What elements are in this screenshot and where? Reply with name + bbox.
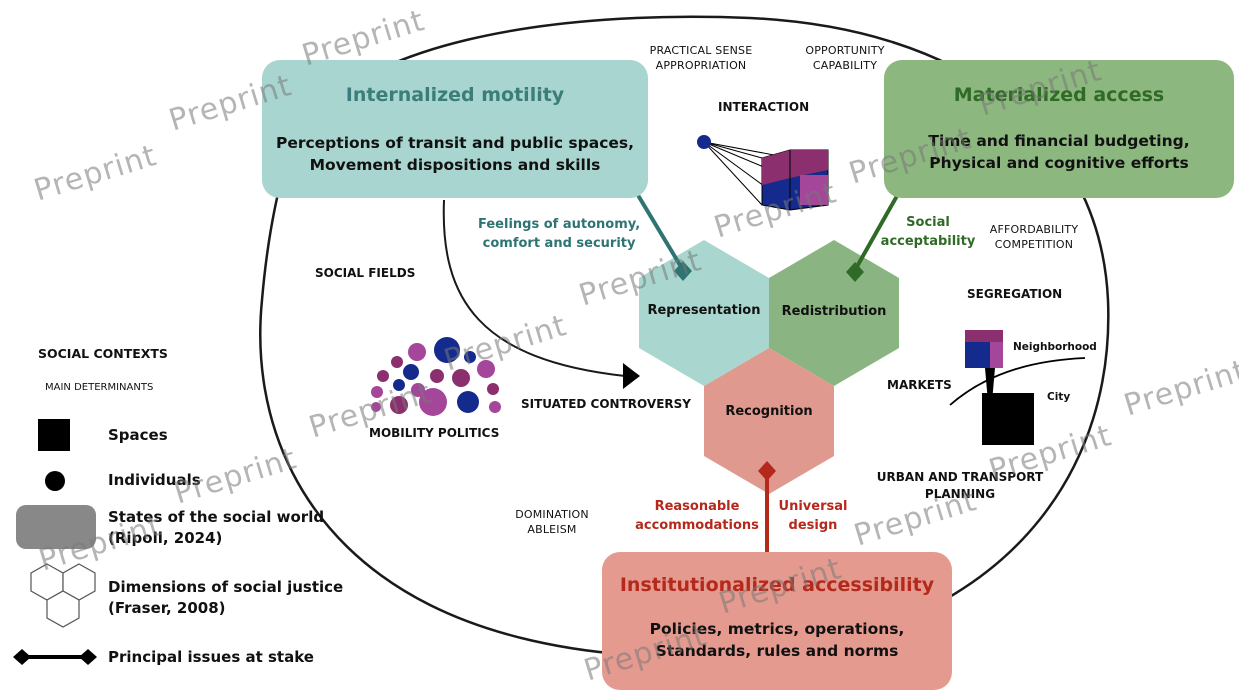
legend-states-label: States of the social world (Ripoll, 2024… <box>108 507 324 549</box>
materialized-line1: Time and financial budgeting, <box>928 132 1190 150</box>
domination-line1: DOMINATION <box>515 508 589 521</box>
inner-arc <box>442 199 626 377</box>
legend-issues-icon <box>13 649 97 665</box>
practical-line1: PRACTICAL SENSE <box>649 44 753 57</box>
legend-title: SOCIAL CONTEXTS <box>38 346 168 361</box>
legend-individuals-dot <box>45 471 65 491</box>
markets-label: MARKETS <box>887 378 952 392</box>
internalized-motility-box: Internalized motility Perceptions of tra… <box>262 60 648 198</box>
social-fields-label: SOCIAL FIELDS <box>315 266 416 280</box>
reasonable-accommodations-label: Reasonable accommodations <box>634 497 760 535</box>
legend-dimensions-line2: (Fraser, 2008) <box>108 599 226 617</box>
opportunity-line1: OPPORTUNITY <box>805 44 885 57</box>
legend-states-line2: (Ripoll, 2024) <box>108 529 223 547</box>
connector-teal <box>628 180 685 272</box>
segregation-label: SEGREGATION <box>967 287 1063 301</box>
hex-recognition-label: Recognition <box>725 404 813 419</box>
practical-sense-label: PRACTICAL SENSE APPROPRIATION <box>645 43 757 73</box>
mobility-politics-bubbles <box>371 337 501 416</box>
hex-redistribution-label: Redistribution <box>781 304 887 319</box>
social-line1: Social <box>906 215 950 230</box>
universal-design-label: Universal design <box>775 497 851 535</box>
interaction-label: INTERACTION <box>718 100 810 114</box>
domination-label: DOMINATION ABLEISM <box>506 507 598 537</box>
feelings-label: Feelings of autonomy, comfort and securi… <box>478 215 640 253</box>
materialized-access-box: Materialized access Time and financial b… <box>884 60 1234 198</box>
legend-dimensions-label: Dimensions of social justice (Fraser, 20… <box>108 577 343 619</box>
affordability-line2: COMPETITION <box>994 238 1074 251</box>
hex-representation <box>639 240 769 386</box>
internalized-line1: Perceptions of transit and public spaces… <box>275 134 635 152</box>
institutionalized-accessibility-body: Policies, metrics, operations, Standards… <box>602 618 952 662</box>
institutionalized-line2: Standards, rules and norms <box>655 642 899 660</box>
feelings-line2: comfort and security <box>482 236 636 251</box>
legend-spaces-label: Spaces <box>108 426 168 444</box>
legend-states-swatch <box>16 505 96 549</box>
city-label: City <box>1047 391 1071 403</box>
legend-subtitle: MAIN DETERMINANTS <box>45 382 154 393</box>
diamond-teal-bottom <box>674 261 692 281</box>
legend-hexagons-icon <box>30 563 96 628</box>
affordability-line1: AFFORDABILITY <box>989 223 1079 236</box>
diamond-red-top <box>758 461 776 481</box>
legend-issues-label: Principal issues at stake <box>108 648 314 666</box>
urban-line1: URBAN AND TRANSPORT <box>876 470 1044 484</box>
diamond-green-bottom <box>846 262 864 282</box>
social-line2: acceptability <box>880 234 976 249</box>
internalized-motility-body: Perceptions of transit and public spaces… <box>262 132 648 176</box>
hex-recognition <box>704 348 834 494</box>
hex-redistribution <box>769 240 899 386</box>
internalized-motility-title: Internalized motility <box>345 84 565 106</box>
universal-line1: Universal <box>778 499 848 514</box>
situated-controversy-label: SITUATED CONTROVERSY <box>521 397 691 411</box>
urban-line2: PLANNING <box>924 487 996 501</box>
legend-states-line1: States of the social world <box>108 508 325 526</box>
universal-line2: design <box>788 518 838 533</box>
institutionalized-line1: Policies, metrics, operations, <box>649 620 905 638</box>
outer-ring <box>259 15 1110 658</box>
legend-dimensions-line1: Dimensions of social justice <box>108 578 344 596</box>
materialized-access-title: Materialized access <box>953 84 1165 106</box>
social-acceptability-label: Social acceptability <box>880 213 976 251</box>
urban-planning-label: URBAN AND TRANSPORT PLANNING <box>865 469 1055 503</box>
domination-line2: ABLEISM <box>527 523 577 536</box>
hex-representation-label: Representation <box>647 303 761 318</box>
legend-individuals-label: Individuals <box>108 471 201 489</box>
segregation-icon <box>949 330 1086 445</box>
internalized-line2: Movement dispositions and skills <box>309 156 601 174</box>
reasonable-line1: Reasonable <box>654 499 740 514</box>
reasonable-line2: accommodations <box>635 518 759 533</box>
opportunity-label: OPPORTUNITY CAPABILITY <box>795 43 895 73</box>
mobility-politics-label: MOBILITY POLITICS <box>369 426 500 440</box>
legend-spaces-square <box>38 419 70 451</box>
institutionalized-accessibility-box: Institutionalized accessibility Policies… <box>602 552 952 690</box>
feelings-line1: Feelings of autonomy, <box>478 217 641 232</box>
institutionalized-accessibility-title: Institutionalized accessibility <box>619 574 935 596</box>
arc-arrowhead <box>623 363 640 389</box>
materialized-line2: Physical and cognitive efforts <box>929 154 1189 172</box>
practical-line2: APPROPRIATION <box>655 59 747 72</box>
materialized-access-body: Time and financial budgeting, Physical a… <box>884 130 1234 174</box>
interaction-icon <box>697 135 829 211</box>
opportunity-line2: CAPABILITY <box>812 59 878 72</box>
affordability-label: AFFORDABILITY COMPETITION <box>983 222 1085 252</box>
neighborhood-label: Neighborhood <box>1013 341 1097 353</box>
